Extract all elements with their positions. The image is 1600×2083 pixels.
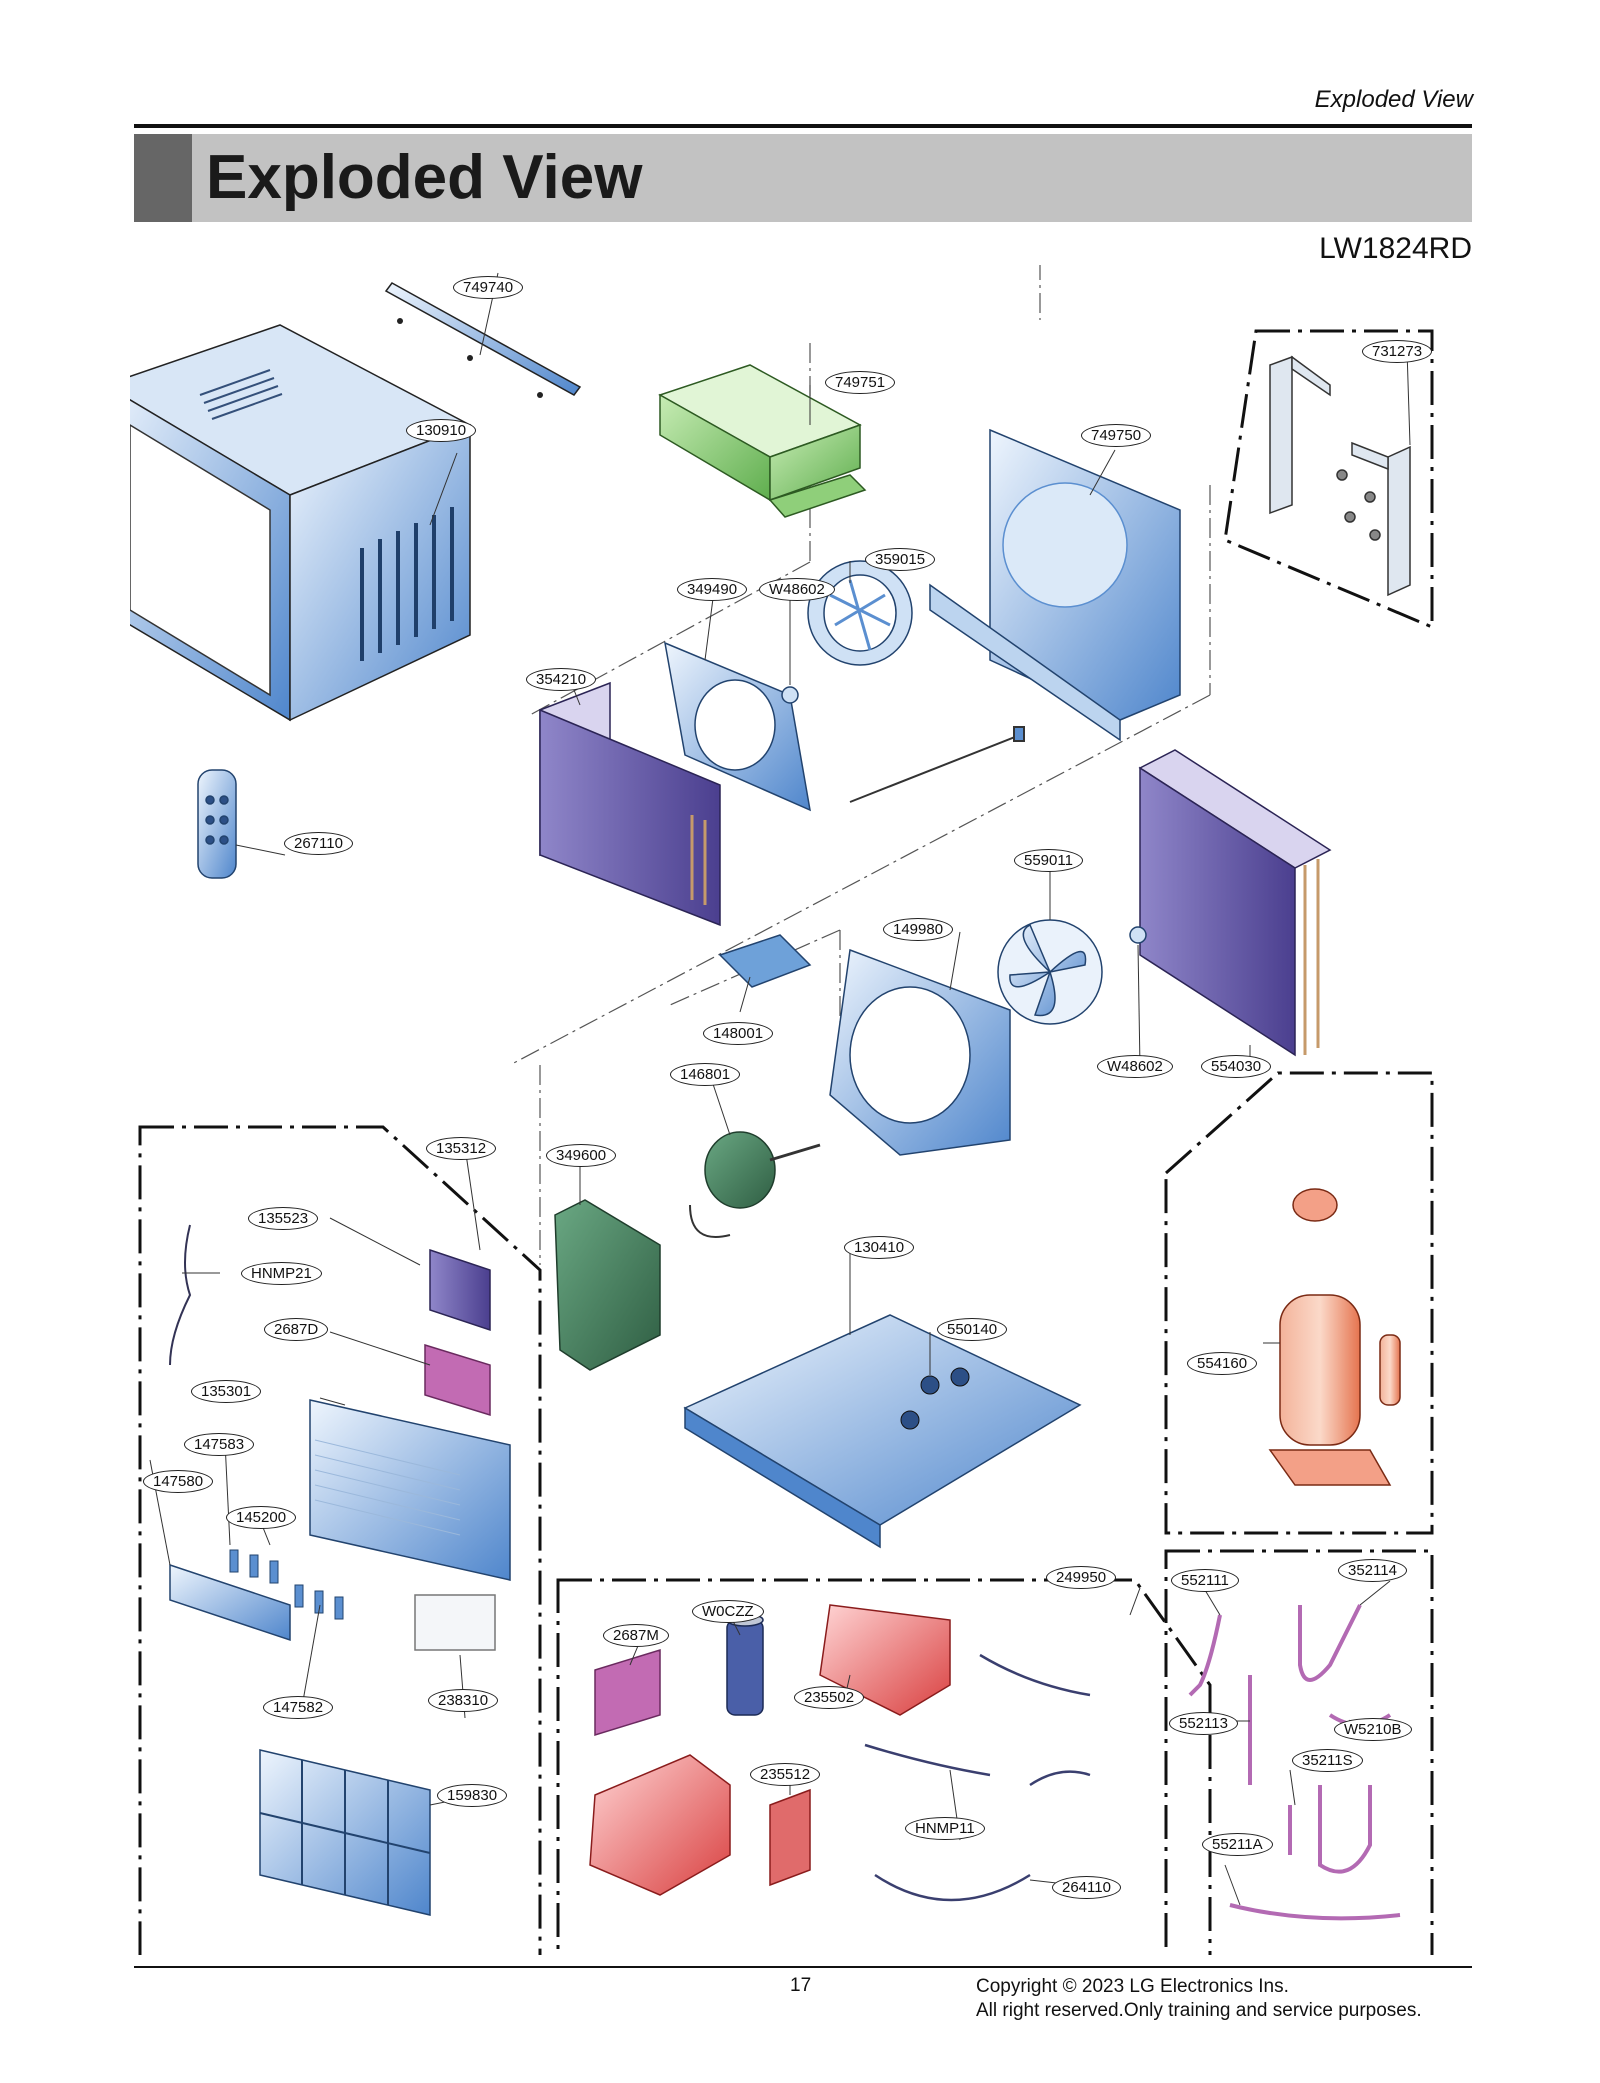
part-2687M-board bbox=[594, 1648, 661, 1737]
page-number: 17 bbox=[790, 1975, 812, 1996]
part-W48602-clip-lower bbox=[1129, 926, 1147, 944]
part-731273-brackets bbox=[1269, 355, 1411, 597]
part-749750-housing bbox=[929, 428, 1181, 742]
part-159830-filter bbox=[259, 1749, 431, 1916]
header-rule bbox=[134, 124, 1472, 128]
part-554030-condenser bbox=[1138, 749, 1332, 1057]
part-145200-clips bbox=[229, 1549, 279, 1584]
page-title: Exploded View bbox=[206, 143, 643, 212]
group-frames bbox=[138, 329, 1434, 1955]
part-554160-compressor bbox=[1268, 1188, 1401, 1486]
part-148001-gasket bbox=[718, 934, 812, 988]
part-749740-top-rail bbox=[384, 282, 582, 398]
part-135301-front-grille bbox=[309, 1399, 511, 1581]
part-550140-mounts bbox=[900, 1367, 970, 1430]
part-235512-board bbox=[769, 1788, 811, 1887]
model-number: LW1824RD bbox=[1319, 232, 1472, 265]
part-267110-remote bbox=[197, 769, 237, 879]
title-tab bbox=[134, 134, 192, 222]
header-section-label: Exploded View bbox=[1314, 86, 1473, 113]
part-W48602-clip-upper bbox=[781, 686, 799, 704]
part-W0CZZ-capacitor bbox=[726, 1613, 764, 1716]
part-55211A-pipe bbox=[1229, 1903, 1401, 1921]
part-HNMP21-harness bbox=[169, 1224, 192, 1366]
exploded-view-diagram bbox=[130, 265, 1434, 1955]
frame-front-grille bbox=[138, 1125, 542, 1955]
copyright-line-2: All right reserved.Only training and ser… bbox=[976, 2000, 1422, 2021]
part-sensor-rod bbox=[849, 726, 1025, 803]
frame-compressor bbox=[1164, 1071, 1434, 1535]
frame-electrical bbox=[556, 1578, 1212, 1955]
copyright: Copyright © 2023 LG Electronics Ins. All… bbox=[976, 1975, 1422, 2023]
part-147582-clips bbox=[294, 1584, 344, 1620]
part-147580-louver bbox=[169, 1563, 291, 1642]
frame-brackets bbox=[1223, 329, 1434, 630]
part-149980-shroud bbox=[829, 948, 1011, 1156]
part-130910-cabinet bbox=[130, 324, 472, 722]
part-control-box bbox=[589, 1754, 731, 1896]
part-749751-duct bbox=[658, 364, 867, 518]
part-349490-orifice bbox=[664, 641, 811, 812]
part-359015-blower-wheel bbox=[807, 560, 913, 666]
part-2687D-pcb bbox=[424, 1343, 491, 1417]
part-354210-evaporator bbox=[539, 681, 721, 927]
part-349600-motor-bracket bbox=[554, 1199, 661, 1371]
title-bar: Exploded View bbox=[134, 134, 1472, 222]
part-264110-harness bbox=[874, 1873, 1031, 1902]
part-238310-control-panel bbox=[414, 1594, 496, 1651]
frame-piping bbox=[1164, 1549, 1434, 1955]
part-HNMP11-harness bbox=[864, 1743, 991, 1777]
cabinet-side-louvers bbox=[360, 507, 454, 661]
part-552111-pipe bbox=[1188, 1614, 1222, 1697]
part-146801-motor bbox=[689, 1131, 821, 1238]
part-352114-pipe bbox=[1298, 1604, 1362, 1682]
copyright-line-1: Copyright © 2023 LG Electronics Ins. bbox=[976, 1976, 1289, 1997]
part-235502-cover bbox=[819, 1604, 951, 1716]
part-pipes bbox=[1188, 1604, 1401, 1921]
part-135523-control-cover bbox=[429, 1248, 491, 1332]
part-249950-harness bbox=[979, 1653, 1091, 1787]
part-35211S-pipe bbox=[1288, 1785, 1372, 1874]
cabinet-top-vents bbox=[199, 369, 283, 420]
part-W5210B-pipe bbox=[1328, 1713, 1392, 1727]
footer-rule bbox=[134, 1966, 1472, 1968]
part-559011-fan-blade bbox=[997, 919, 1103, 1025]
part-130410-base-pan bbox=[683, 1314, 1082, 1549]
